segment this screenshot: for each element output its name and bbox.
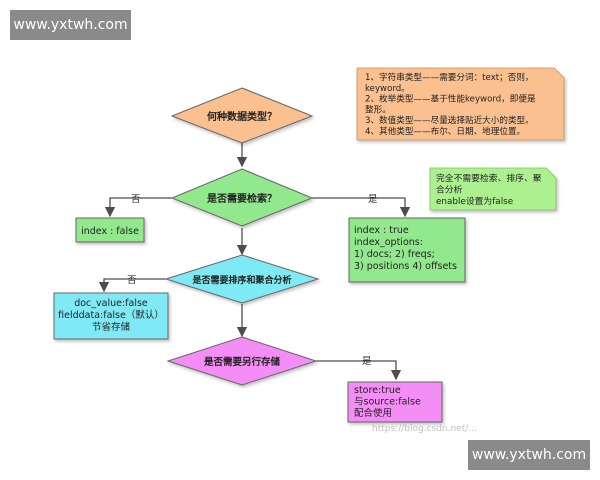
decision-need-store (166, 336, 318, 386)
text-line: enable设置为false (436, 195, 513, 207)
text-line: 配合使用 (354, 407, 392, 419)
connectors (98, 142, 411, 381)
box-doc-values (53, 292, 169, 340)
edge-label-store-yes: 是 (362, 356, 372, 367)
decision-data-type (170, 87, 314, 144)
note-no-search (429, 167, 557, 211)
edge-search-yes (312, 197, 411, 218)
box-index-true (348, 217, 466, 283)
box-index-false (75, 217, 145, 243)
box-store (347, 381, 443, 423)
text-line: 完全不需要检索、排序、聚 (436, 172, 542, 184)
decision-need-search (170, 168, 314, 227)
edge-label-search-yes: 是 (368, 194, 378, 205)
text-line: keyword。 (365, 84, 410, 94)
text-line: 合分析 (436, 184, 463, 196)
note-data-types-text: 1、字符串类型——需要分词：text；否则，keyword。2、枚举类型——基于… (365, 71, 536, 137)
text-line: 节省存储 (92, 321, 131, 333)
text-line: 4、其他类型——布尔、日期、地理位置。 (365, 125, 525, 137)
watermark-faint-url: https://blog.csdn.net/... (372, 424, 477, 434)
decision-need-store-label: 是否需要另行存储 (203, 356, 281, 368)
text-line: 1、字符串类型——需要分词：text；否则， (365, 71, 534, 83)
edge-store-yes (316, 360, 402, 381)
edge-sort-no (98, 278, 166, 293)
text-line: doc_value:false (74, 298, 148, 309)
text-line: 与source:false (354, 397, 421, 408)
note-data-types (356, 67, 565, 141)
text-line: 3) positions 4) offsets (354, 261, 457, 272)
text-line: 3、数值类型——尽量选择贴近大小的类型。 (365, 114, 534, 126)
edge-label-search-no: 否 (131, 194, 141, 205)
text-line: store:true (354, 385, 401, 396)
text-line: index : true (354, 225, 409, 236)
edge-search-no (104, 197, 172, 218)
watermark-top-left: www.yxtwh.com (10, 10, 131, 40)
text-line: 1) docs; 2) freqs; (354, 249, 435, 260)
text-line: 2、枚举类型——基于性能keyword，即便是 (365, 93, 536, 105)
decision-need-sort-aggregate (164, 254, 320, 304)
decision-need-sort-aggregate-label: 是否需要排序和聚合分析 (191, 274, 291, 286)
decision-data-type-label: 何种数据类型？ (207, 110, 277, 123)
box-index-false-label: index : false (81, 226, 139, 237)
text-line: fielddata:false（默认） (58, 309, 164, 321)
text-line: 整形。 (365, 103, 391, 115)
decision-need-search-label: 是否需要检索？ (206, 192, 277, 205)
watermark-bottom-right: www.yxtwh.com (468, 440, 590, 470)
edge-label-sort-no: 否 (127, 275, 137, 286)
text-line: index_options: (354, 237, 423, 248)
